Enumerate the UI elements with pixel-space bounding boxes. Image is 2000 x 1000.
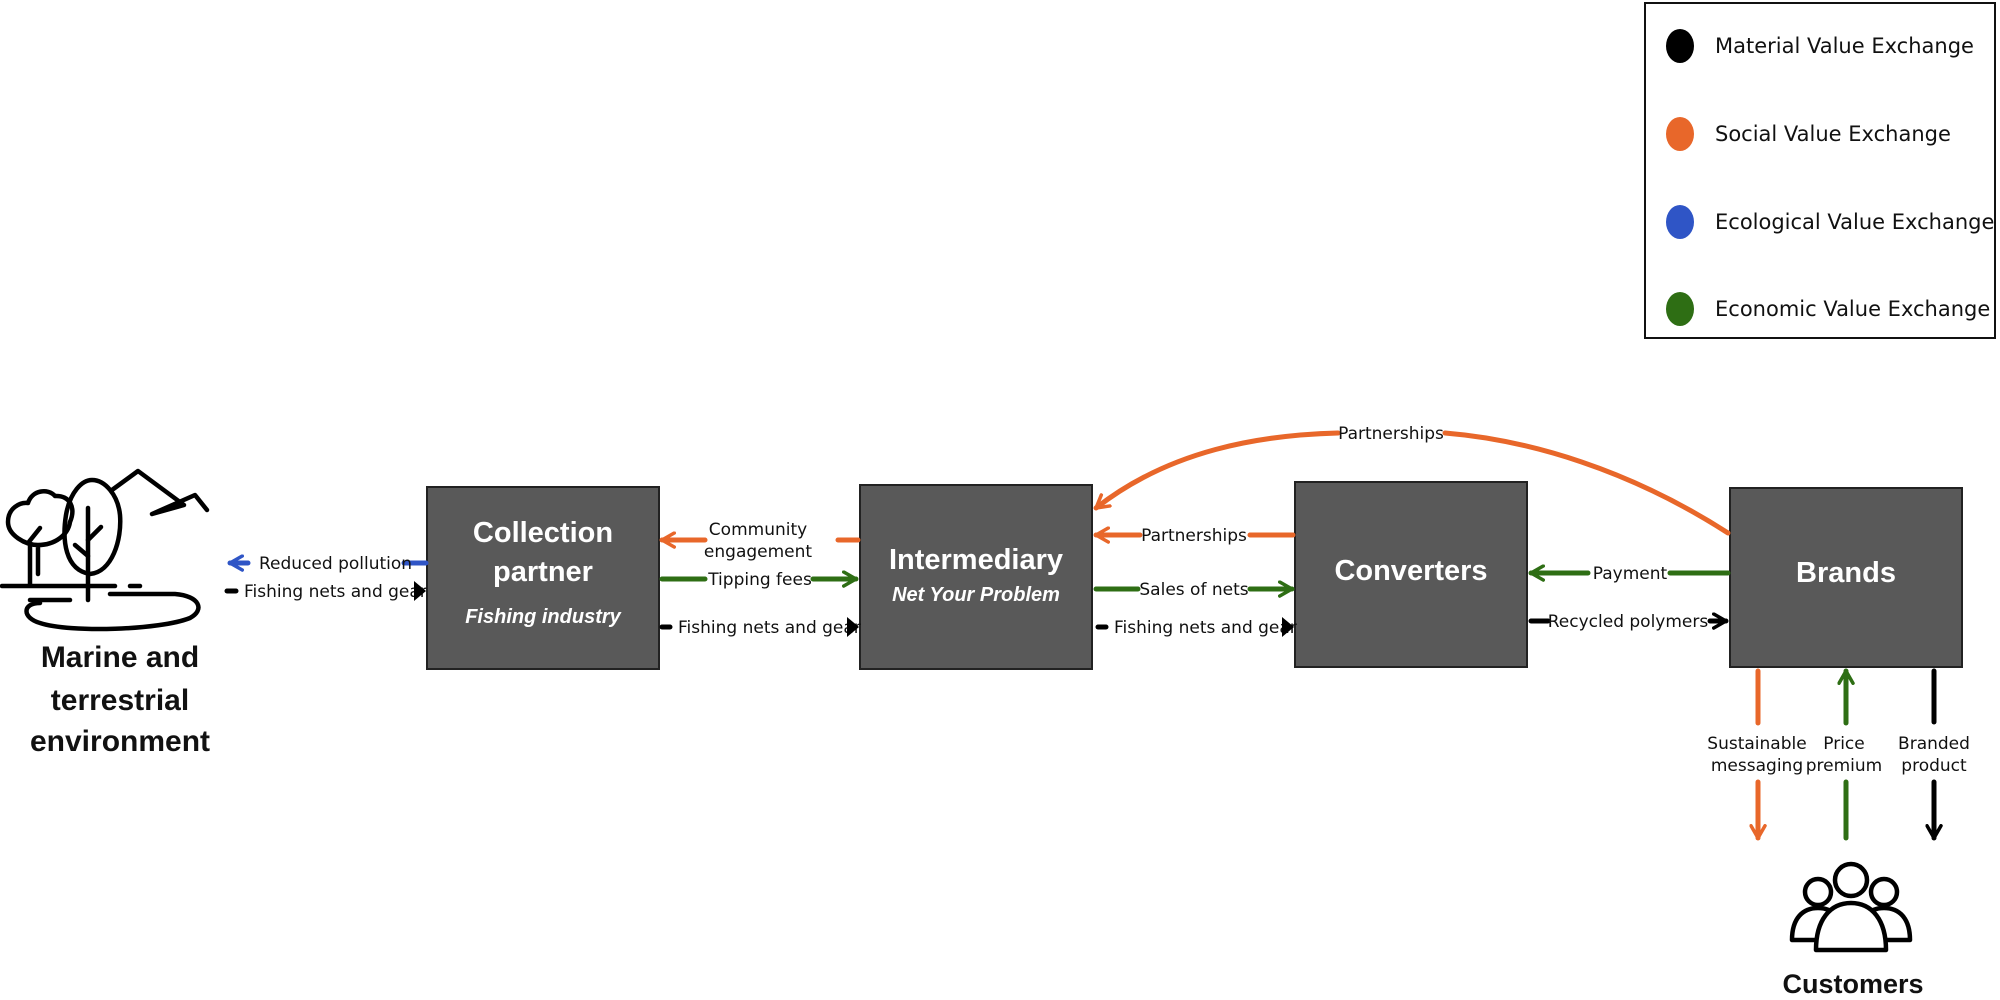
flow-label-price-line1: Price — [1823, 734, 1864, 754]
flow-label-sales-of-nets: Sales of nets — [1139, 580, 1248, 600]
flow-nets-env: Fishing nets and gear — [224, 581, 427, 602]
flow-label-branded-line1: Branded — [1898, 734, 1970, 754]
legend-label-ecological: Ecological Value Exchange — [1715, 210, 1994, 234]
flow-label-sustainable-line2: messaging — [1711, 756, 1803, 776]
flow-label-recycled-polymers: Recycled polymers — [1548, 612, 1709, 632]
flow-label-nets-env: Fishing nets and gear — [244, 582, 427, 602]
collection-title-line2: partner — [493, 556, 593, 588]
legend-dot-economic — [1666, 292, 1694, 326]
flow-label-partnerships-top: Partnerships — [1338, 424, 1444, 444]
flow-branded-product: Branded product — [1898, 668, 1970, 841]
flow-tipping-fees: Tipping fees — [659, 570, 859, 590]
legend-label-material: Material Value Exchange — [1715, 34, 1974, 58]
brands-box: Brands — [1729, 487, 1963, 668]
collection-subtitle: Fishing industry — [465, 606, 621, 628]
flow-label-partnerships-mid: Partnerships — [1141, 526, 1247, 546]
intermediary-subtitle: Net Your Problem — [892, 584, 1060, 606]
collection-partner-box: Collection partner Fishing industry — [426, 486, 660, 670]
flow-partnerships-mid: Partnerships — [1093, 526, 1296, 546]
flow-label-reduced-pollution: Reduced pollution — [259, 554, 412, 574]
environment-label-line3: environment — [30, 725, 210, 758]
people-group-icon — [1789, 861, 1913, 953]
flow-partnerships-top: Partnerships — [1093, 424, 1731, 536]
intermediary-title: Intermediary — [889, 544, 1063, 576]
flow-recycled-polymers: Recycled polymers — [1528, 612, 1729, 632]
intermediary-box: Intermediary Net Your Problem — [859, 484, 1093, 670]
flow-reduced-pollution: Reduced pollution — [227, 554, 429, 574]
flow-label-branded-line2: product — [1901, 756, 1967, 776]
legend-label-economic: Economic Value Exchange — [1715, 297, 1990, 321]
flow-label-tipping-fees: Tipping fees — [707, 570, 812, 590]
legend-dot-material — [1666, 29, 1694, 63]
flow-label-nets-intermediary: Fishing nets and gear — [1114, 618, 1297, 638]
nature-icon — [0, 468, 210, 632]
flow-payment: Payment — [1528, 564, 1731, 584]
flow-label-sustainable-line1: Sustainable — [1707, 734, 1806, 754]
legend: Material Value Exchange Social Value Exc… — [1644, 2, 1996, 339]
flow-sustainable-messaging: Sustainable messaging — [1707, 668, 1807, 841]
flow-nets-intermediary: Fishing nets and gear — [1095, 617, 1297, 638]
flow-label-community-line2: engagement — [704, 542, 812, 562]
flow-nets-collection: Fishing nets and gear — [659, 617, 861, 638]
environment-label-line2: terrestrial — [51, 684, 189, 717]
customers-label: Customers — [1782, 969, 1923, 996]
environment-label-line1: Marine and — [41, 641, 199, 674]
flow-sales-of-nets: Sales of nets — [1093, 580, 1295, 600]
collection-title-line1: Collection — [473, 517, 613, 549]
legend-label-social: Social Value Exchange — [1715, 122, 1951, 146]
flow-label-nets-collection: Fishing nets and gear — [678, 618, 861, 638]
brands-title: Brands — [1796, 557, 1896, 589]
flow-price-premium: Price premium — [1806, 668, 1882, 841]
flow-label-community-line1: Community — [709, 520, 807, 540]
converters-box: Converters — [1294, 481, 1528, 668]
flow-label-payment: Payment — [1593, 564, 1668, 584]
legend-dot-social — [1666, 117, 1694, 151]
legend-dot-ecological — [1666, 205, 1694, 239]
flow-label-price-line2: premium — [1806, 756, 1882, 776]
converters-title: Converters — [1334, 555, 1487, 587]
flow-community-engagement: Community engagement — [659, 520, 861, 562]
